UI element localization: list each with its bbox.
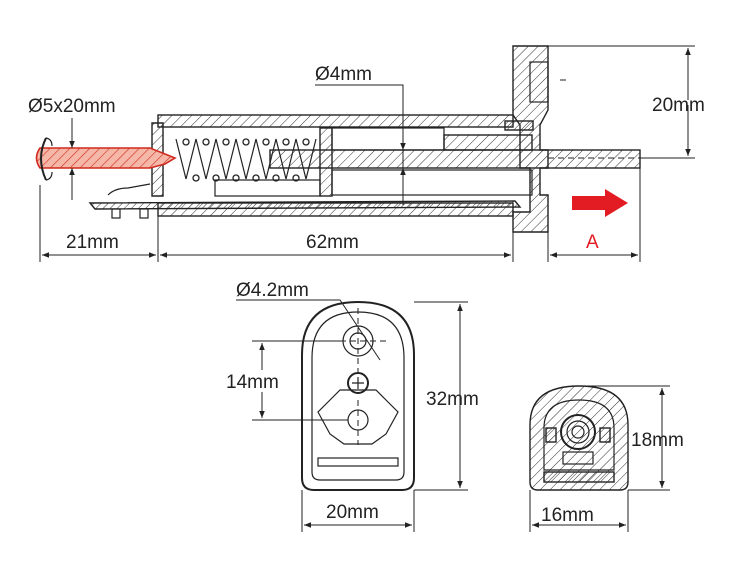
dim-height-label: 20mm bbox=[652, 95, 705, 116]
base-tab-right bbox=[139, 208, 149, 219]
side-section-view: Ø4mm Ø5x20mm 20mm 21mm 62mm A bbox=[28, 45, 705, 262]
pin-leader bbox=[107, 183, 151, 196]
dim-20-label: 20mm bbox=[326, 502, 379, 523]
housing-top-wall bbox=[157, 114, 514, 128]
dim-rod-label: Ø4mm bbox=[315, 64, 372, 85]
screw-icon bbox=[347, 372, 369, 394]
dim-14-label: 14mm bbox=[226, 372, 279, 393]
lock-body bbox=[317, 389, 399, 445]
center-rod bbox=[269, 149, 641, 169]
end-tab-left bbox=[545, 427, 557, 443]
dim-pin-label: Ø5x20mm bbox=[28, 96, 116, 117]
end-tab-right bbox=[599, 427, 611, 443]
inner-step bbox=[443, 134, 533, 151]
spring-retainer bbox=[214, 179, 321, 197]
front-slot bbox=[317, 457, 399, 467]
dim-18-label: 18mm bbox=[631, 430, 684, 451]
dim-hole-label: Ø4.2mm bbox=[236, 280, 309, 301]
inner-cavity-bottom bbox=[331, 169, 533, 196]
dim-a-label: A bbox=[586, 232, 599, 253]
red-pin bbox=[35, 137, 177, 181]
base-plate bbox=[88, 200, 522, 210]
base-tab-left bbox=[111, 208, 121, 219]
right-mount-block bbox=[512, 45, 549, 233]
dim-21-label: 21mm bbox=[66, 232, 119, 253]
end-rod-outer bbox=[560, 414, 596, 450]
direction-arrow-icon bbox=[572, 189, 628, 217]
front-view: Ø4.2mm 14mm 32mm 20mm bbox=[226, 280, 479, 532]
end-cavity bbox=[543, 399, 615, 471]
front-outline-inner bbox=[311, 311, 405, 481]
pin-head bbox=[40, 137, 47, 181]
front-outline-outer bbox=[301, 300, 415, 491]
end-section-view: 18mm 16mm bbox=[529, 385, 684, 532]
dim-62-label: 62mm bbox=[306, 232, 359, 253]
dim-32-label: 32mm bbox=[426, 389, 479, 410]
compression-spring bbox=[175, 138, 317, 182]
inner-cavity-top bbox=[331, 127, 445, 151]
mount-latch bbox=[504, 120, 534, 131]
dim-16-label: 16mm bbox=[541, 505, 594, 526]
